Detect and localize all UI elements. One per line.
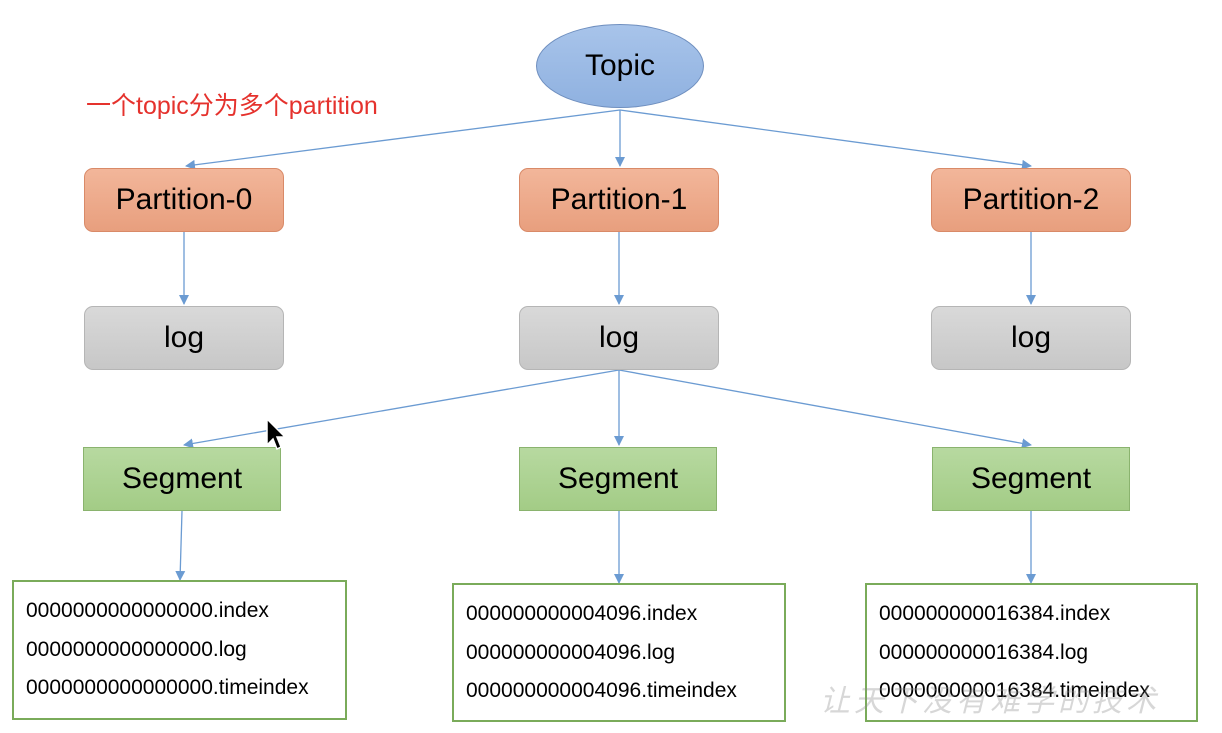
mouse-pointer-icon [266, 418, 287, 451]
partition-1-label: Partition-1 [550, 183, 688, 216]
arrow-topic-to-partition-0 [185, 109, 621, 170]
segment-0-node: Segment [83, 447, 281, 511]
partition-0-label: Partition-0 [115, 183, 253, 216]
partition-1-node: Partition-1 [519, 168, 719, 232]
partition-0-node: Partition-0 [84, 168, 284, 232]
segment-2-label: Segment [970, 462, 1092, 495]
file-index: 000000000016384.index [879, 602, 1111, 625]
log-1-node: log [519, 306, 719, 370]
arrow-log-to-segment-0 [183, 369, 620, 449]
segment-1-label: Segment [557, 462, 679, 495]
file-index: 0000000000000000.index [26, 599, 269, 622]
log-1-label: log [598, 321, 640, 354]
arrow-segment-0-to-files [175, 510, 186, 581]
log-2-node: log [931, 306, 1131, 370]
partition-2-label: Partition-2 [962, 183, 1100, 216]
topic-label: Topic [584, 49, 656, 82]
log-0-label: log [163, 321, 205, 354]
segment-2-node: Segment [932, 447, 1130, 511]
segment-0-label: Segment [121, 462, 243, 495]
segment-0-file-list: 0000000000000000.index 0000000000000000.… [12, 580, 347, 720]
topic-node: Topic [536, 24, 704, 108]
arrow-log-to-segment-2 [618, 369, 1032, 449]
file-log: 0000000000000000.log [26, 637, 247, 661]
log-0-node: log [84, 306, 284, 370]
partition-2-node: Partition-2 [931, 168, 1131, 232]
log-2-label: log [1010, 321, 1052, 354]
segment-2-file-list: 000000000016384.index 000000000016384.lo… [865, 583, 1198, 722]
file-log: 000000000016384.log [879, 640, 1089, 664]
annotation-text: 一个topic分为多个partition [86, 92, 378, 120]
segment-1-node: Segment [519, 447, 717, 511]
file-timeindex: 0000000000000000.timeindex [26, 676, 309, 699]
arrow-topic-to-partition-2 [619, 109, 1032, 170]
segment-1-file-list: 000000000004096.index 000000000004096.lo… [452, 583, 786, 722]
file-timeindex: 000000000016384.timeindex [879, 679, 1150, 702]
file-index: 000000000004096.index [466, 602, 698, 625]
watermark-text: 让天下没有难学的技术 [820, 684, 1160, 719]
file-log: 000000000004096.log [466, 640, 676, 664]
file-timeindex: 000000000004096.timeindex [466, 679, 737, 702]
